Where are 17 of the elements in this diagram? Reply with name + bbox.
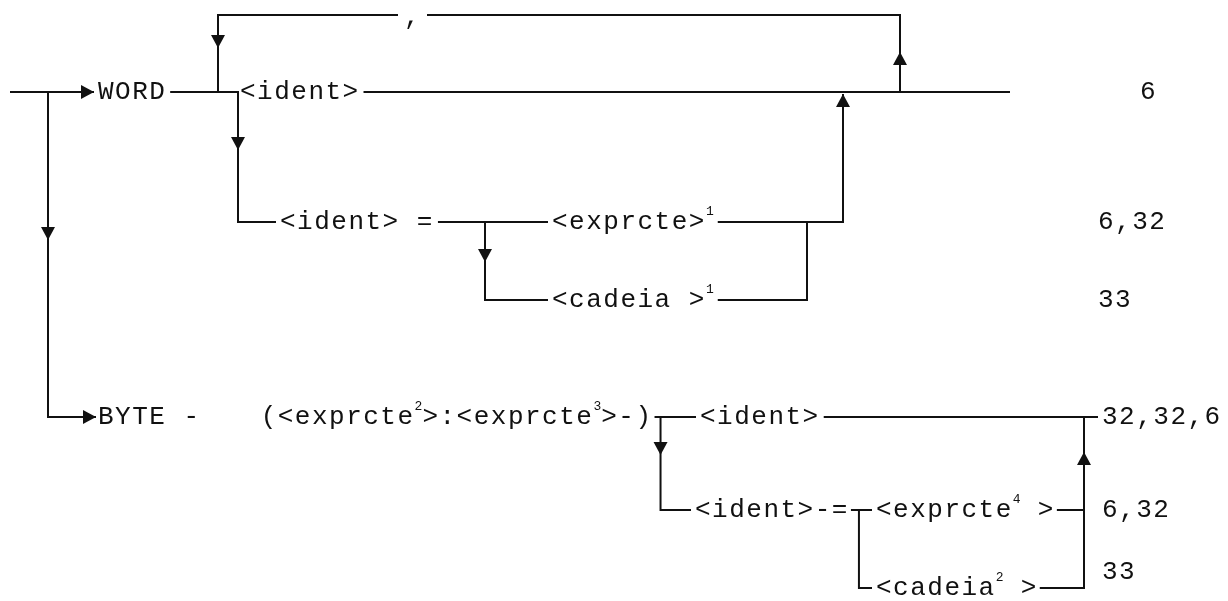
syntax-term: <cadeia >$^{1}$ (552, 283, 714, 317)
syntax-term: <ident> (240, 76, 360, 109)
syntax-term: <ident>-= (695, 494, 849, 527)
syntax-term: <exprcte>$^{1}$ (552, 205, 714, 239)
reference-number: 32,32,6 (1102, 401, 1222, 434)
syntax-term: <ident> = (280, 206, 434, 239)
reference-number: 6 (1140, 76, 1158, 109)
syntax-term: BYTE - (98, 401, 201, 434)
syntax-term: (<exprcte$^{2}$>:<exprcte$^{3}$>-) (260, 400, 653, 434)
reference-number: 6,32 (1098, 206, 1167, 239)
syntax-term: <exprcte$^{4}$ > (876, 493, 1055, 527)
syntax-term: WORD (98, 76, 167, 109)
reference-number: 33 (1102, 556, 1137, 589)
syntax-term: <cadeia$^{2}$ > (876, 571, 1038, 601)
syntax-term: <ident> (700, 401, 820, 434)
reference-number: 6,32 (1102, 494, 1171, 527)
reference-number: 33 (1098, 284, 1133, 317)
